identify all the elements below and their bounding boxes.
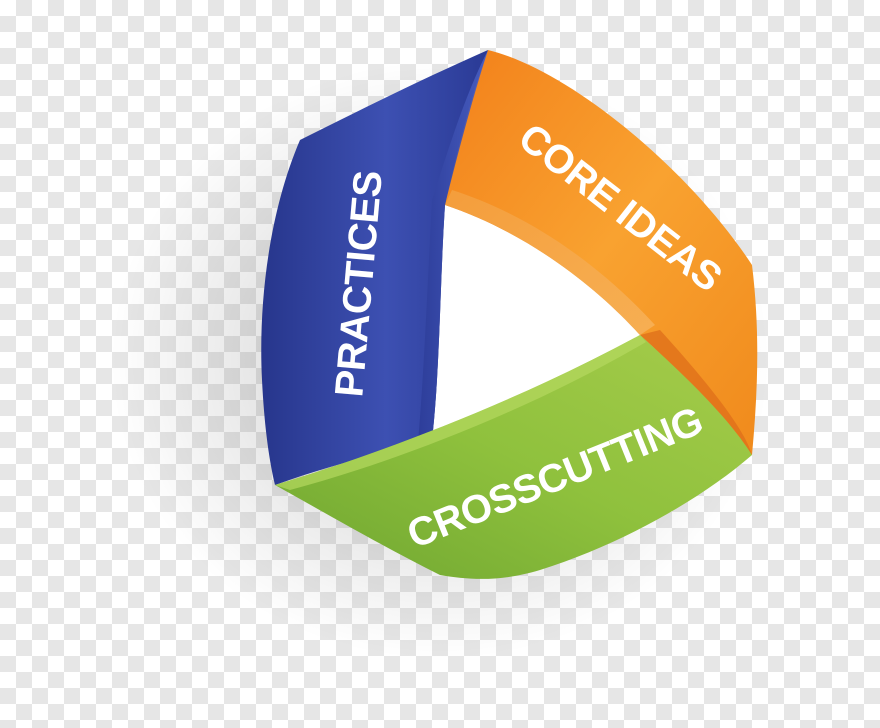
segment-crosscutting xyxy=(275,335,752,579)
segment-crosscutting-highlight xyxy=(275,335,646,490)
segment-practices-inner xyxy=(418,50,488,442)
segment-core-ideas-bevel xyxy=(445,190,655,335)
center-hole xyxy=(432,205,640,440)
